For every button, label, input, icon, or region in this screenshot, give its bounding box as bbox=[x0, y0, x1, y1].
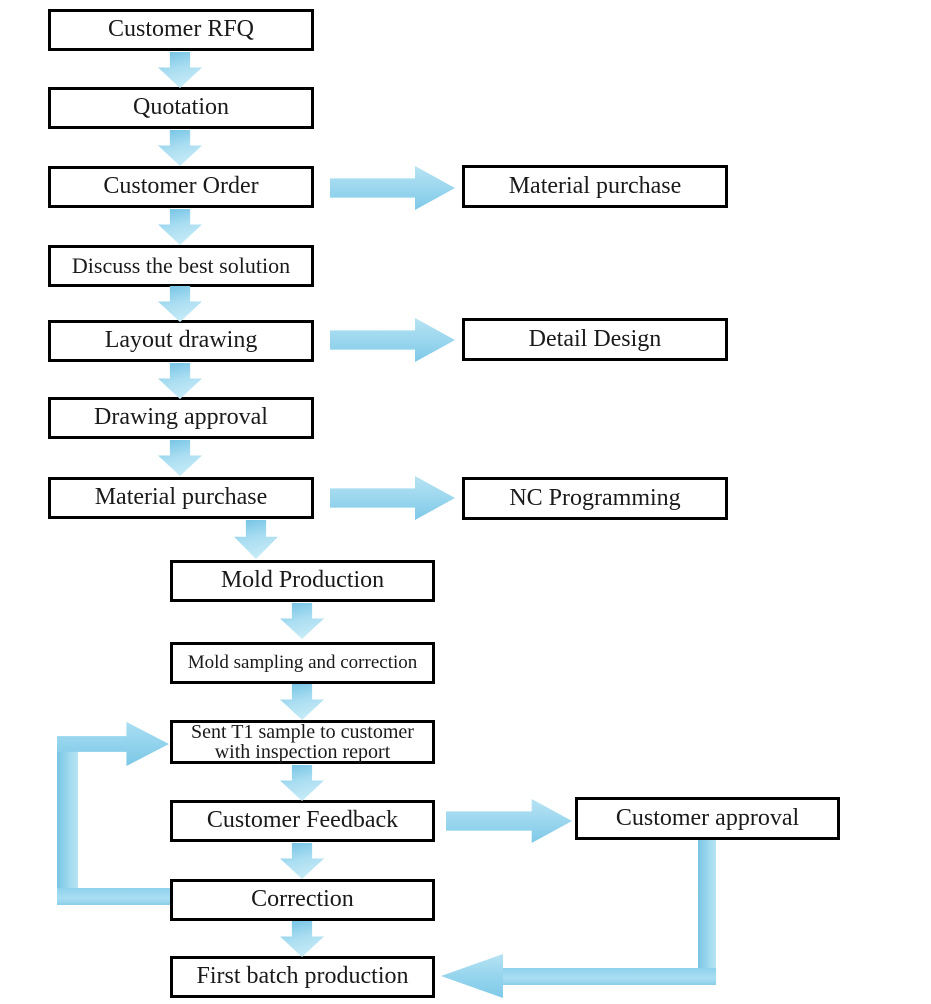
node-drawing-approval: Drawing approval bbox=[48, 397, 314, 439]
node-customer-feedback: Customer Feedback bbox=[170, 800, 435, 842]
loop-vertical-bar bbox=[57, 737, 78, 905]
arrow-t1-sample-to-feedback bbox=[280, 765, 324, 801]
sent-t1-line1: Sent T1 sample to customer bbox=[191, 721, 414, 743]
arrow-feedback-to-approval bbox=[446, 799, 572, 843]
node-material-purchase-branch: Material purchase bbox=[462, 165, 728, 208]
node-customer-rfq: Customer RFQ bbox=[48, 9, 314, 51]
arrow-correction-to-first-batch bbox=[280, 921, 324, 957]
approval-vertical-bar bbox=[698, 840, 716, 985]
approval-arrowhead-to-first-batch bbox=[441, 954, 503, 998]
node-quotation: Quotation bbox=[48, 87, 314, 129]
node-discuss-best-solution: Discuss the best solution bbox=[48, 245, 314, 287]
approval-horizontal-bar bbox=[500, 968, 716, 985]
node-first-batch-production: First batch production bbox=[170, 956, 435, 998]
arrow-layout-to-approval bbox=[158, 363, 202, 399]
node-detail-design: Detail Design bbox=[462, 318, 728, 361]
node-mold-production: Mold Production bbox=[170, 560, 435, 602]
arrow-material-to-mold-production bbox=[234, 520, 278, 559]
node-sent-t1-sample: Sent T1 sample to customer with inspecti… bbox=[170, 720, 435, 764]
arrow-feedback-to-correction bbox=[280, 843, 324, 879]
node-customer-order: Customer Order bbox=[48, 166, 314, 208]
sent-t1-line2: with inspection report bbox=[214, 741, 391, 763]
node-layout-drawing: Layout drawing bbox=[48, 320, 314, 362]
arrow-discuss-to-layout bbox=[158, 286, 202, 322]
arrow-order-to-discuss bbox=[158, 209, 202, 245]
arrow-order-to-material-branch bbox=[330, 166, 455, 210]
node-material-purchase: Material purchase bbox=[48, 477, 314, 519]
loop-bottom-bar bbox=[57, 888, 170, 905]
arrow-quotation-to-order bbox=[158, 130, 202, 166]
node-mold-sampling-correction: Mold sampling and correction bbox=[170, 642, 435, 684]
arrow-mold-production-to-sampling bbox=[280, 603, 324, 639]
arrow-rfq-to-quotation bbox=[158, 52, 202, 88]
node-customer-approval: Customer approval bbox=[575, 797, 840, 840]
arrow-sampling-to-t1-sample bbox=[280, 684, 324, 720]
arrow-approval-to-material bbox=[158, 440, 202, 476]
node-nc-programming: NC Programming bbox=[462, 477, 728, 520]
arrow-layout-to-detail-design bbox=[330, 318, 455, 362]
node-correction: Correction bbox=[170, 879, 435, 921]
arrow-material-to-nc-programming bbox=[330, 476, 455, 520]
